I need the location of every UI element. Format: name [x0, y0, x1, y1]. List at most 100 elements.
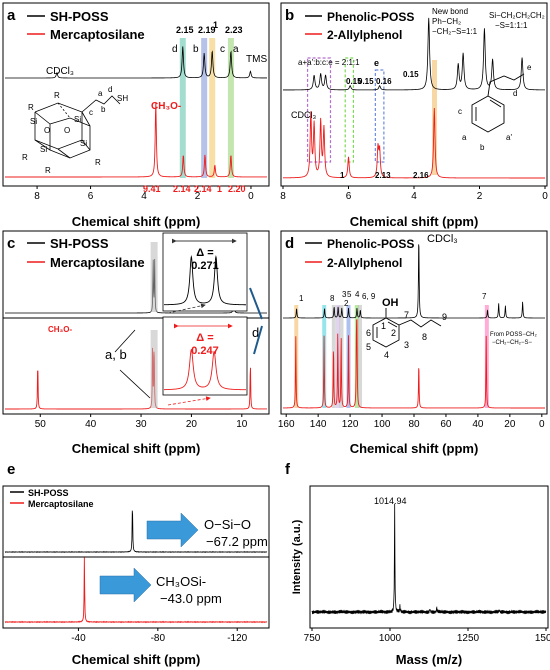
panel-d-peak-8: 8 — [330, 294, 335, 303]
panel-c-tick-label: 10 — [236, 419, 248, 430]
panel-f-letter: f — [285, 461, 291, 478]
panel-b-int-top-1: 0.15 — [346, 77, 362, 86]
panel-c-d: d — [252, 325, 259, 340]
panel-e-box-bottom-2: −43.0 ppm — [160, 591, 222, 606]
panel-a-tick-label: 8 — [34, 191, 40, 202]
panel-b-tick-label: 2 — [477, 191, 483, 202]
panel-a-integral-2: 2.14 — [173, 184, 191, 194]
panel-b-new-bond-2: Ph−CH₂ — [432, 17, 461, 26]
panel-f-tick-label: 750 — [304, 633, 321, 644]
panel-b-new-bond-1: New bond — [432, 7, 468, 16]
panel-c-tick-label: 20 — [186, 419, 198, 430]
panel-d-series-phenolic-poss — [283, 244, 545, 319]
panel-f-xlabel: Mass (m/z) — [396, 652, 462, 667]
panel-c-legend-2: Mercaptosilane — [50, 255, 145, 270]
svg-text:5: 5 — [366, 342, 371, 352]
panel-d-tick-label: 160 — [278, 419, 295, 430]
panel-b-box-vinyl — [344, 57, 355, 163]
panel-f-frame — [309, 485, 549, 629]
panel-f-plot: 750100012501500 — [304, 503, 550, 644]
panel-b-legend-1: Phenolic-POSS — [327, 10, 414, 24]
panel-b-si-ratio-2: −S=1:1:1 — [495, 21, 528, 30]
panel-d-xlabel: Chemical shift (ppm) — [350, 441, 479, 456]
panel-c-inset-bottom-plot — [163, 348, 247, 391]
panel-f-tick-label: 1000 — [379, 633, 402, 644]
svg-text:R: R — [45, 166, 51, 175]
svg-text:R: R — [28, 103, 34, 112]
panel-a-peak-letter-d: d — [172, 44, 178, 55]
panel-a-peak-letter-c: c — [220, 44, 225, 55]
panel-e-arrow-bottom — [99, 567, 152, 603]
panel-a-legend-2: Mercaptosilane — [50, 27, 145, 42]
svg-text:b: b — [480, 143, 485, 152]
panel-d-tick-label: 60 — [440, 419, 452, 430]
panel-b-legend-2: 2-Allylphenol — [327, 28, 402, 42]
svg-text:7: 7 — [404, 310, 409, 320]
panel-d-highlight-band — [358, 305, 363, 408]
panel-e-series-sh-poss — [4, 510, 268, 554]
panel-e-plot: -40-80-120 — [3, 510, 269, 644]
panel-c-delta-bottom-1: Δ = — [196, 332, 213, 344]
panel-d-peak-1: 1 — [299, 294, 304, 303]
panel-c-delta-top-2: 0.271 — [191, 260, 219, 272]
panel-d-legend-2: 2-Allylphenol — [327, 256, 402, 270]
panel-b-int-top-3: 0.16 — [376, 77, 392, 86]
panel-a-integral-5: 2.20 — [228, 184, 246, 194]
panel-b-series-allylphenol — [283, 107, 545, 179]
panel-b-int-bottom-2: 2.13 — [375, 171, 391, 180]
panel-c-inset-bottom — [162, 316, 248, 396]
panel-b-solvent: CDCl₃ — [291, 110, 316, 120]
panel-d-tick-label: 40 — [472, 419, 484, 430]
panel-c-gray-band-top — [150, 242, 158, 312]
panel-a-tick-label: 4 — [141, 191, 147, 202]
panel-e-letter: e — [7, 461, 15, 478]
panel-d-highlight-band — [484, 305, 489, 408]
panel-d-tick-label: 120 — [342, 419, 359, 430]
panel-e-box-top-2: −67.2 ppm — [206, 534, 268, 549]
panel-a-integral-3: 2.14 — [194, 184, 212, 194]
panel-a-peak-letter-b: b — [193, 44, 199, 55]
panel-b-tick-label: 4 — [411, 191, 417, 202]
panel-e: -40-80-120 e SH-POSS Mercaptosilane O−Si… — [2, 461, 270, 667]
panel-d-peak-69: 6, 9 — [362, 292, 376, 301]
panel-c-delta-top-1: Δ = — [196, 247, 213, 259]
panel-a-highlight-band — [201, 38, 208, 178]
panel-b-tick-label: 0 — [542, 191, 548, 202]
panel-c-inset-top — [162, 232, 248, 312]
panel-f: 750100012501500 f 1014.94 Intensity (a.u… — [285, 461, 550, 667]
panel-b-int-top-e: e — [374, 58, 379, 68]
panel-e-tick-label: -120 — [227, 633, 247, 644]
panel-d-peak-3: 3 — [342, 290, 347, 299]
panel-a-highlight-band — [227, 38, 234, 178]
panel-b-tick-label: 8 — [280, 191, 286, 202]
panel-b-tick-label: 6 — [346, 191, 352, 202]
svg-text:a: a — [98, 89, 103, 98]
panel-c-inset-top-trace — [163, 254, 246, 306]
panel-d-tick-label: 100 — [374, 419, 391, 430]
panel-c-series-mercaptosilane — [5, 347, 267, 410]
svg-text:4: 4 — [384, 350, 389, 360]
panel-c-delta-bottom-2: 0.247 — [191, 345, 219, 357]
svg-text:8: 8 — [422, 332, 427, 342]
panel-e-tick-label: -40 — [71, 633, 86, 644]
panel-a-tick-label: 6 — [88, 191, 94, 202]
panel-a-integral-1: 9.41 — [143, 184, 161, 194]
panel-a-letter: a — [7, 7, 16, 24]
panel-d-tick-label: 20 — [504, 419, 516, 430]
panel-a-poss-structure — [34, 95, 121, 159]
panel-e-legend-2: Mercaptosilane — [28, 499, 94, 509]
panel-e-arrow-top — [146, 512, 199, 548]
panel-b-allylphenol-structure — [471, 73, 525, 133]
panel-d-tick-label: 0 — [539, 419, 545, 430]
panel-a-tick-label: 0 — [248, 191, 254, 202]
svg-text:O: O — [64, 126, 70, 135]
panel-c-tick-label: 40 — [85, 419, 97, 430]
panel-d-series-allylphenol — [283, 319, 545, 409]
panel-c-letter: c — [7, 235, 15, 252]
svg-text:c: c — [89, 108, 93, 117]
panel-b-frame — [280, 2, 548, 187]
